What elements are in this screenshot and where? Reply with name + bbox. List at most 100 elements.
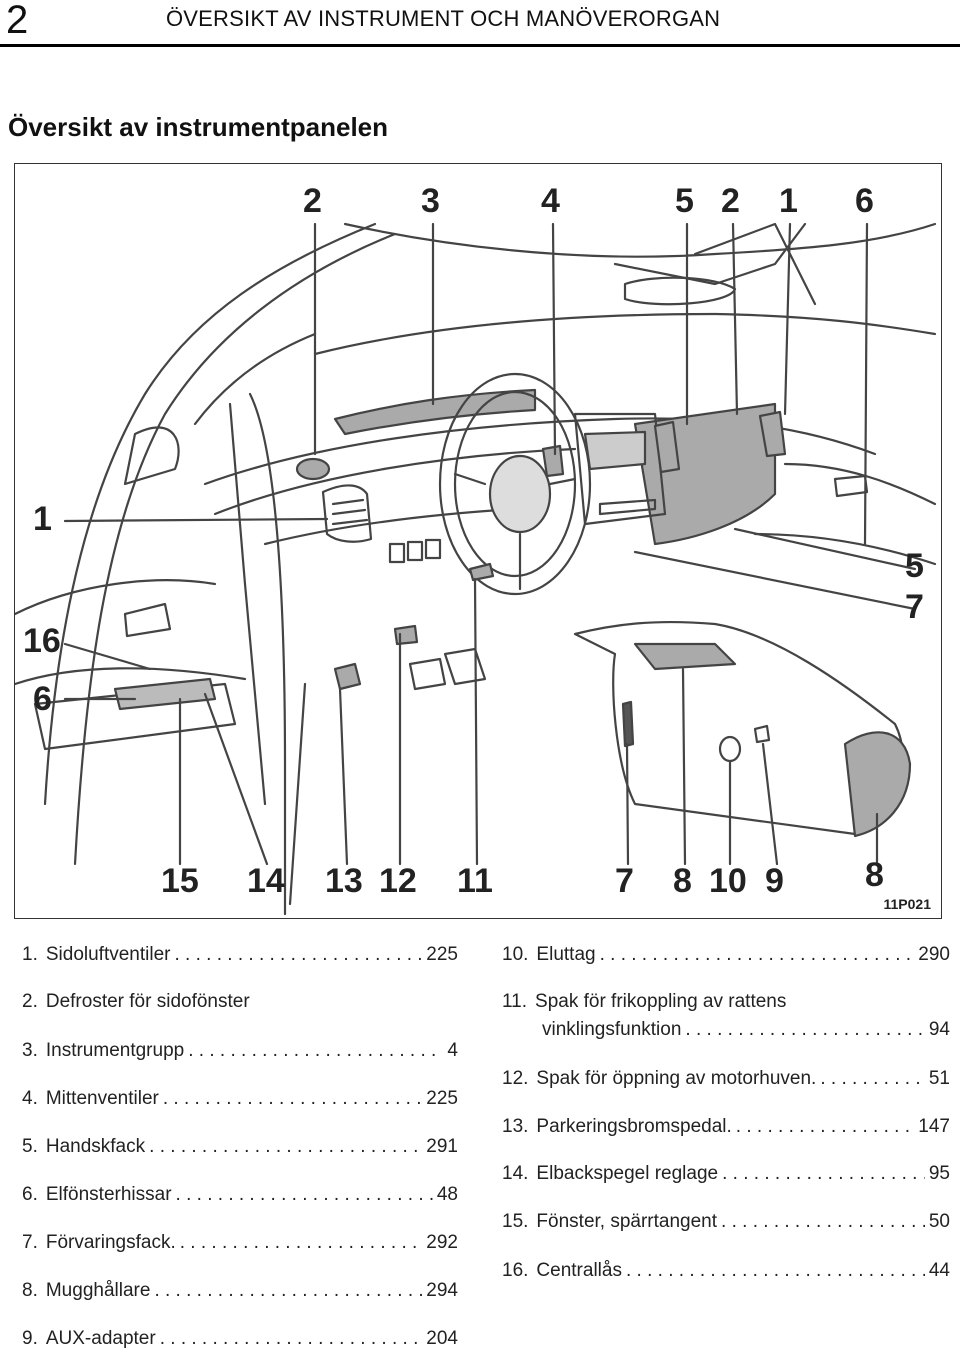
legend-number: 13. [502,1116,529,1137]
callout-2b: 2 [721,182,740,220]
legend-label: Handskfack [45,1136,146,1157]
section-header: ÖVERSIKT AV INSTRUMENT OCH MANÖVERORGAN [166,6,721,31]
leader-dots [721,1211,925,1233]
legend-label: Fönster, spärrtangent [536,1211,718,1232]
leader-dots [174,944,422,966]
legend-label: Spak för öppning av motorhuven. [536,1068,817,1089]
legend-label: Förvaringsfack. [45,1232,176,1253]
legend-page: 291 [426,1136,458,1157]
legend-page: 294 [426,1280,458,1301]
legend-page: 147 [918,1116,950,1137]
legend-label: Centrallås [536,1260,622,1281]
legend-label: AUX-adapter [45,1328,156,1349]
legend-number: 3. [22,1040,38,1061]
leader-dots [160,1328,423,1350]
legend-label: Mittenventiler [45,1088,159,1109]
callout-12: 12 [379,862,417,900]
dashboard-drawing [15,222,937,916]
legend-page: 290 [918,944,950,965]
legend-page: 225 [426,1088,458,1109]
legend-number: 6. [22,1184,38,1205]
callout-5: 5 [675,182,694,220]
leader-dots [736,1116,915,1138]
legend-item: 5. Handskfack 291 [22,1136,458,1158]
callout-6: 6 [855,182,874,220]
legend-label: Spak för frikoppling av rattens [535,991,787,1012]
callout-8b: 8 [865,856,884,894]
callout-7b: 7 [615,862,634,900]
legend-item: 10. Eluttag 290 [502,944,950,966]
leader-dots [163,1088,422,1110]
legend-page: 50 [928,1211,950,1232]
leader-dots [600,944,915,966]
callout-13: 13 [325,862,363,900]
legend-number: 2. [22,991,38,1012]
legend-label: Instrumentgrupp [45,1040,185,1061]
legend-item: 1. Sidoluftventiler 225 [22,944,458,966]
legend-item: 7. Förvaringsfack. 292 [22,1232,458,1254]
legend-page: 204 [426,1328,458,1349]
callout-15: 15 [161,862,199,900]
legend-label: Sidoluftventiler [45,944,171,965]
leader-dots [149,1136,422,1158]
legend-number: 8. [22,1280,38,1301]
leader-dots [188,1040,443,1062]
legend-item: 12. Spak för öppning av motorhuven. 51 [502,1068,950,1090]
figure-code: 11P021 [883,896,932,912]
legend-page: 51 [928,1068,950,1089]
page-number: 2 [6,0,29,42]
callout-4: 4 [541,182,560,220]
leader-dots [685,1019,924,1041]
callout-2: 2 [303,182,322,220]
dashboard-illustration: 2 3 4 5 2 1 6 1 16 6 5 7 15 14 13 12 11 … [14,163,942,919]
legend-item: 14. Elbackspegel reglage 95 [502,1163,950,1185]
callout-14: 14 [247,862,285,900]
legend-page: 94 [928,1019,950,1040]
header-rule [0,44,960,47]
legend-item: 11. Spak för frikoppling av rattens [502,991,950,1013]
leader-dots [154,1280,422,1302]
callout-16: 16 [23,622,61,660]
legend-number: 9. [22,1328,38,1349]
legend-number: 14. [502,1163,529,1184]
leader-dots [180,1232,423,1254]
legend-item: 9. AUX-adapter 204 [22,1328,458,1350]
leader-dots [176,1184,433,1206]
legend-label: Eluttag [536,944,596,965]
callout-9: 9 [765,862,784,900]
legend-item: 2. Defroster för sidofönster [22,991,458,1013]
legend-number: 12. [502,1068,529,1089]
callout-3: 3 [421,182,440,220]
legend-number: 16. [502,1260,529,1281]
legend-label: Defroster för sidofönster [45,991,250,1012]
leader-dots [722,1163,925,1185]
legend-number: 10. [502,944,529,965]
legend-item: 8. Mugghållare 294 [22,1280,458,1302]
callout-8: 8 [673,862,692,900]
callout-1b: 1 [33,500,52,538]
legend-page: 44 [928,1260,950,1281]
legend-page: 292 [426,1232,458,1253]
leader-dots [626,1260,925,1282]
legend-item: 13. Parkeringsbromspedal. 147 [502,1116,950,1138]
legend-page: 48 [436,1184,458,1205]
leader-dots [820,1068,925,1090]
legend-label: Mugghållare [45,1280,151,1301]
callout-1: 1 [779,182,798,220]
legend-item-continued: vinklingsfunktion 94 [542,1019,950,1041]
legend-label: Elfönsterhissar [45,1184,172,1205]
callout-11: 11 [457,862,493,900]
legend-number: 15. [502,1211,529,1232]
legend-item: 3. Instrumentgrupp 4 [22,1040,458,1062]
legend-item: 6. Elfönsterhissar 48 [22,1184,458,1206]
callout-10: 10 [709,862,747,900]
legend-page: 225 [426,944,458,965]
legend-label: Parkeringsbromspedal. [536,1116,732,1137]
legend-page: 4 [447,1040,458,1061]
page-title: Översikt av instrumentpanelen [8,112,389,142]
legend-item: 16. Centrallås 44 [502,1260,950,1282]
legend-label: vinklingsfunktion [542,1019,682,1040]
legend-item: 15. Fönster, spärrtangent 50 [502,1211,950,1233]
legend-number: 7. [22,1232,38,1253]
callout-5b: 5 [905,547,924,585]
